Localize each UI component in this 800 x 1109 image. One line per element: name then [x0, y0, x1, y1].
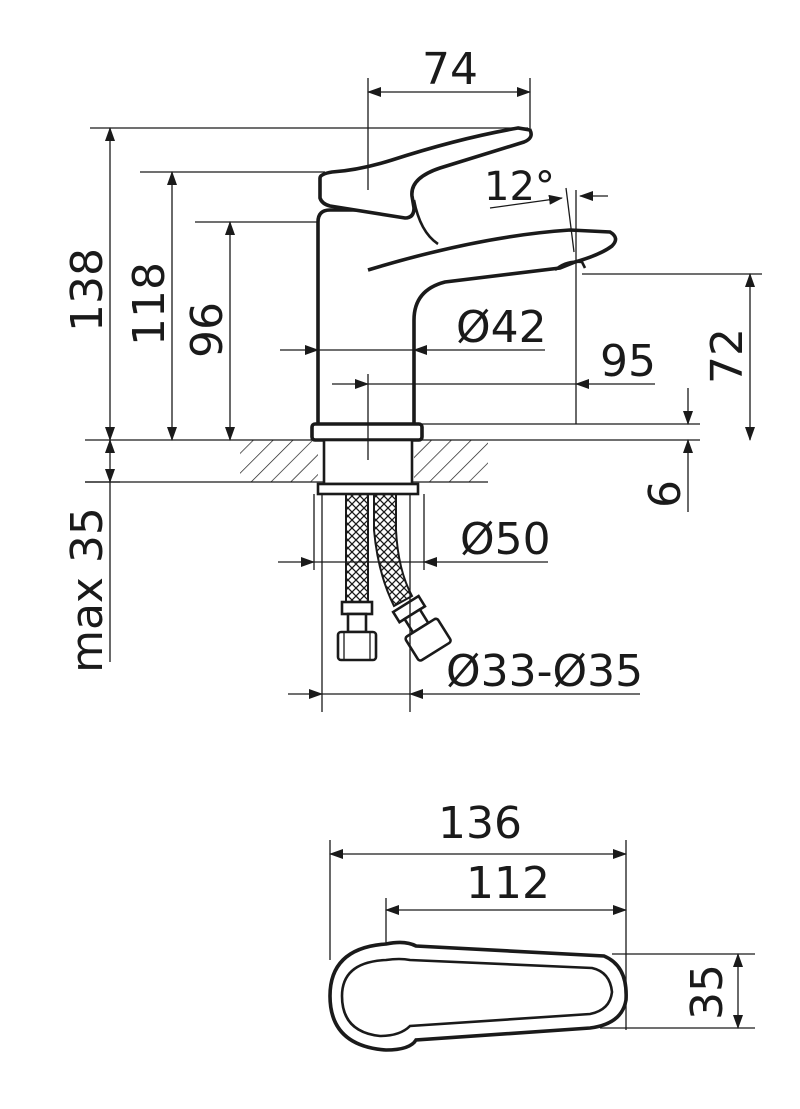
deck-section [85, 439, 700, 483]
dim-diameter-50-label: Ø50 [460, 514, 551, 565]
dim-136: 136 [329, 798, 627, 859]
extension-lines [85, 78, 762, 712]
dim-112: 112 [385, 858, 627, 915]
dim-95-label: 95 [600, 336, 656, 387]
dim-96: 96 [182, 221, 235, 441]
dim-angle-label: 12° [484, 164, 555, 210]
dim-max-35: max 35 [62, 439, 115, 673]
dim-72: 72 [702, 273, 755, 441]
dim-112-label: 112 [466, 858, 550, 909]
dim-hole-diameter: Ø33-Ø35 [288, 646, 643, 699]
faucet-body [310, 126, 618, 442]
dim-74: 74 [367, 44, 531, 97]
side-view: 74 12° 138 118 96 Ø42 [62, 44, 762, 712]
dim-diameter-42: Ø42 [280, 302, 547, 355]
dim-138-label: 138 [62, 248, 113, 332]
dim-118: 118 [124, 171, 177, 441]
dim-35-top-label: 35 [682, 964, 733, 1020]
dim-diameter-50: Ø50 [278, 514, 551, 567]
dim-max-35-label: max 35 [62, 507, 113, 673]
dim-35-top: 35 [682, 953, 743, 1029]
dim-72-label: 72 [702, 328, 753, 384]
dim-95: 95 [332, 336, 656, 389]
dim-6: 6 [640, 388, 693, 512]
dim-74-label: 74 [422, 44, 478, 95]
dim-96-label: 96 [182, 302, 233, 358]
dim-6-label: 6 [640, 480, 691, 508]
dim-136-label: 136 [438, 798, 522, 849]
top-view: 136 112 35 [328, 798, 755, 1052]
dim-angle: 12° [484, 164, 608, 210]
dim-diameter-42-label: Ø42 [456, 302, 547, 353]
dim-118-label: 118 [124, 262, 175, 346]
dim-138: 138 [62, 127, 115, 441]
dim-hole-diameter-label: Ø33-Ø35 [446, 646, 643, 697]
top-outline [328, 940, 628, 1052]
